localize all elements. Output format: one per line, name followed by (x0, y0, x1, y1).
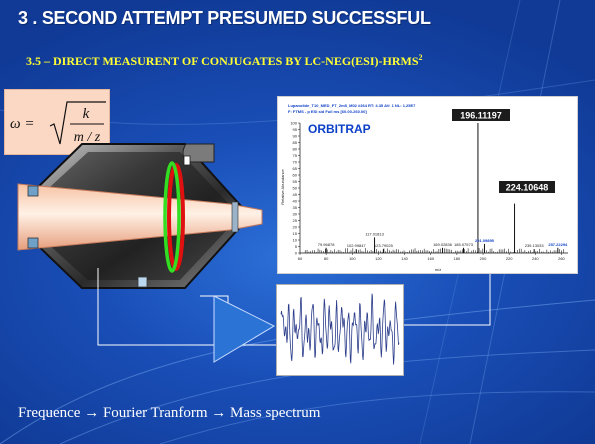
x-tick-label: 120 (375, 256, 382, 261)
y-tick-label: 100 (290, 120, 297, 125)
peak-label-box-2 (499, 181, 555, 193)
x-tick-label: 100 (349, 256, 356, 261)
subtitle-superscript: 2 (418, 53, 423, 62)
x-tick-label: 240 (532, 256, 539, 261)
y-tick-label: 20 (293, 224, 298, 229)
slide-title: 3 . SECOND ATTEMPT PRESUMED SUCCESSFUL (18, 8, 431, 28)
peak-mz-label: 185.07573 (454, 242, 474, 247)
y-tick-label: 35 (293, 205, 298, 210)
x-tick-label: 140 (401, 256, 408, 261)
y-tick-label: 65 (293, 166, 298, 171)
y-tick-label: 95 (293, 127, 298, 132)
transient-waveform (280, 293, 400, 365)
y-tick-label: 50 (293, 185, 298, 190)
ion-injector-icon (182, 143, 215, 166)
x-tick-label: 180 (454, 256, 461, 261)
y-tick-label: 70 (293, 159, 298, 164)
spectrum-header-line1: Lupanolide_T10_MED_FT_2m5_M02 #364 RT: 4… (288, 103, 416, 108)
y-tick-label: 45 (293, 192, 298, 197)
subtitle-text: 3.5 – DIRECT MEASURENT OF CONJUGATES BY … (26, 54, 419, 68)
peak-mz-label: 117.01813 (365, 231, 384, 236)
formula-lhs: ω = (10, 116, 34, 132)
y-tick-label: 60 (293, 172, 298, 177)
peak-mz-label: 201.09895 (475, 238, 495, 243)
formula-denominator: m / z (74, 130, 101, 145)
x-axis-label: m/z (435, 267, 441, 272)
y-axis-label: Relative Abundance (280, 168, 285, 204)
y-tick-label: 75 (293, 153, 298, 158)
x-tick-label: 160 (427, 256, 434, 261)
ion-ring-green (163, 161, 181, 273)
peak-mz-label: 79.96878 (318, 242, 335, 247)
peak-label-196: 196.11197 (460, 111, 502, 121)
x-tick-label: 220 (506, 256, 513, 261)
y-tick-label: 85 (293, 140, 298, 145)
y-tick-label: 10 (293, 237, 298, 242)
y-tick-label: 15 (293, 231, 298, 236)
peak-label-box-1 (452, 109, 510, 121)
mass-spectrum-chart: Lupanolide_T10_MED_FT_2m5_M02 #364 RT: 4… (280, 103, 568, 272)
peak-mz-label: 102.99847 (347, 243, 367, 248)
transient-signal-panel (276, 284, 404, 376)
x-tick-label: 260 (558, 256, 565, 261)
y-tick-label: 55 (293, 179, 298, 184)
x-tick-label: 80 (324, 256, 329, 261)
y-tick-label: 25 (293, 218, 298, 223)
y-tick-label: 80 (293, 146, 298, 151)
peak-mz-label: 169.02836 (433, 242, 453, 247)
peak-mz-label: 239.13033 (525, 243, 545, 248)
y-tick-label: 40 (293, 198, 298, 203)
mass-spectrum-panel: Lupanolide_T10_MED_FT_2m5_M02 #364 RT: 4… (277, 96, 578, 274)
waveform-line (280, 293, 400, 365)
x-tick-label: 60 (298, 256, 303, 261)
peak-label-224: 224.10648 (506, 183, 549, 193)
peak-mz-label: 257.22294 (548, 242, 568, 247)
omega-formula: ω = k m / z (10, 101, 106, 145)
ion-ring-red (167, 163, 185, 271)
y-tick-label: 5 (295, 244, 298, 249)
arrow-to-frequency (213, 295, 276, 363)
y-tick-label: 30 (293, 211, 298, 216)
x-tick-label: 200 (480, 256, 487, 261)
formula-numerator: k (83, 106, 90, 122)
slide-subtitle: 3.5 – DIRECT MEASURENT OF CONJUGATES BY … (26, 53, 423, 69)
orbitrap-cell-illustration (17, 143, 263, 289)
spectrum-header-line2: F: FTMS - p ESI sid Full ms [60.00-260.0… (288, 109, 367, 114)
y-tick-label: 90 (293, 133, 298, 138)
peak-mz-label: 123.79025 (374, 243, 394, 248)
y-tick-label: 0 (295, 250, 298, 255)
slide-caption: Frequence → Fourier Tranform → Mass spec… (18, 405, 321, 421)
instrument-label: ORBITRAP (308, 122, 371, 136)
